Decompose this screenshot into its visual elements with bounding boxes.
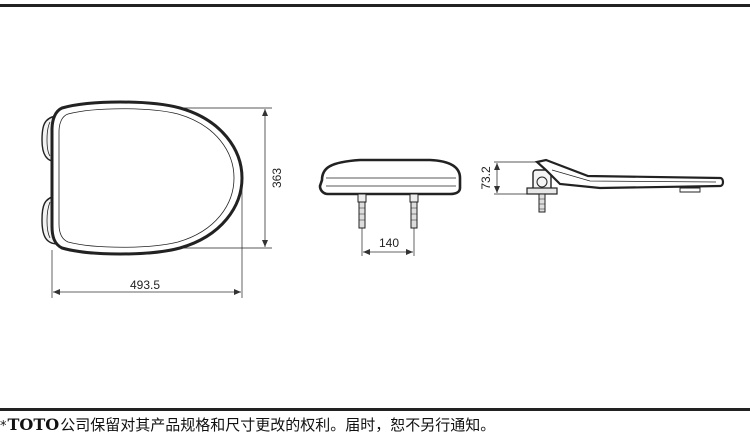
end-view bbox=[494, 158, 725, 213]
footer-brand: TOTO bbox=[7, 415, 60, 434]
dimension-label-length: 493.5 bbox=[130, 278, 160, 292]
lid-profile bbox=[318, 158, 462, 196]
top-view bbox=[41, 100, 272, 298]
mounting-stud-right bbox=[409, 193, 419, 203]
mounting-stud-left bbox=[357, 193, 367, 203]
seat-outline-outer bbox=[50, 100, 244, 256]
seat-outline-inner bbox=[58, 108, 235, 248]
bottom-border-line bbox=[0, 408, 750, 411]
dimension-label-width: 363 bbox=[270, 168, 284, 188]
top-border-line bbox=[0, 4, 750, 7]
footer-notice: *TOTO公司保留对其产品规格和尺寸更改的权利。届时，恕不另行通知。 bbox=[0, 414, 495, 436]
footer-asterisk: * bbox=[0, 419, 7, 434]
dimension-label-height: 73.2 bbox=[479, 166, 493, 190]
open-lid-profile bbox=[534, 158, 725, 190]
dimension-label-spacing: 140 bbox=[379, 236, 399, 250]
side-view bbox=[318, 158, 462, 256]
footer-text: 公司保留对其产品规格和尺寸更改的权利。届时，恕不另行通知。 bbox=[60, 416, 496, 434]
